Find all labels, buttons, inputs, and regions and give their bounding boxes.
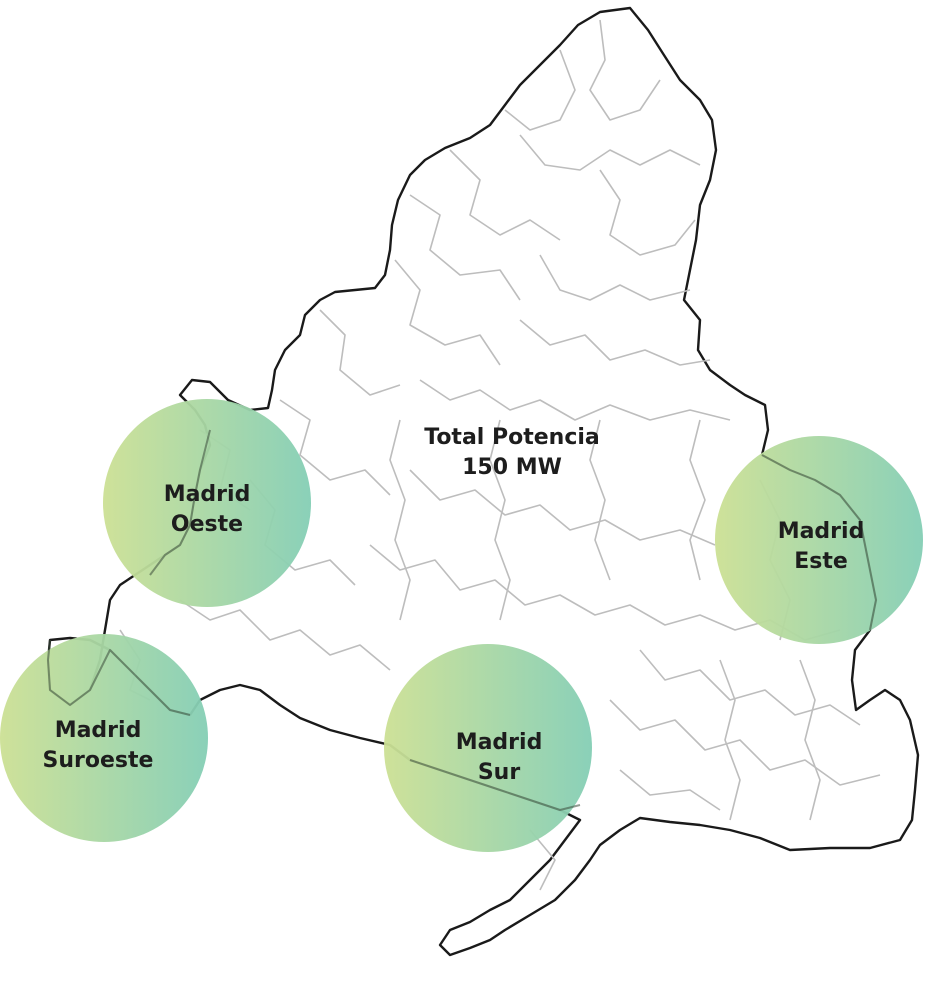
- region-label-line2: Oeste: [170, 512, 244, 537]
- total-power-title: Total Potencia: [424, 425, 600, 450]
- region-circle-este: [715, 436, 923, 644]
- region-label-line2: Este: [794, 549, 848, 574]
- region-label-line1: Madrid: [777, 519, 865, 544]
- region-label-sur: Madrid Sur: [456, 728, 543, 788]
- region-circle-sur: [384, 644, 592, 852]
- outline-overlay: [47, 429, 877, 811]
- region-label-line2: Suroeste: [42, 748, 154, 773]
- total-power-value: 150 MW: [462, 455, 562, 480]
- region-circle-suroeste: [0, 634, 208, 842]
- region-label-suroeste: Madrid Suroeste: [43, 716, 154, 776]
- region-label-este: Madrid Este: [778, 517, 865, 577]
- region-label-line1: Madrid: [54, 718, 142, 743]
- region-label-line1: Madrid: [455, 730, 543, 755]
- total-power-label: Total Potencia 150 MW: [424, 423, 600, 483]
- region-label-line1: Madrid: [163, 482, 251, 507]
- region-circle-oeste: [103, 399, 311, 607]
- region-label-oeste: Madrid Oeste: [164, 480, 251, 540]
- region-label-line2: Sur: [477, 760, 521, 785]
